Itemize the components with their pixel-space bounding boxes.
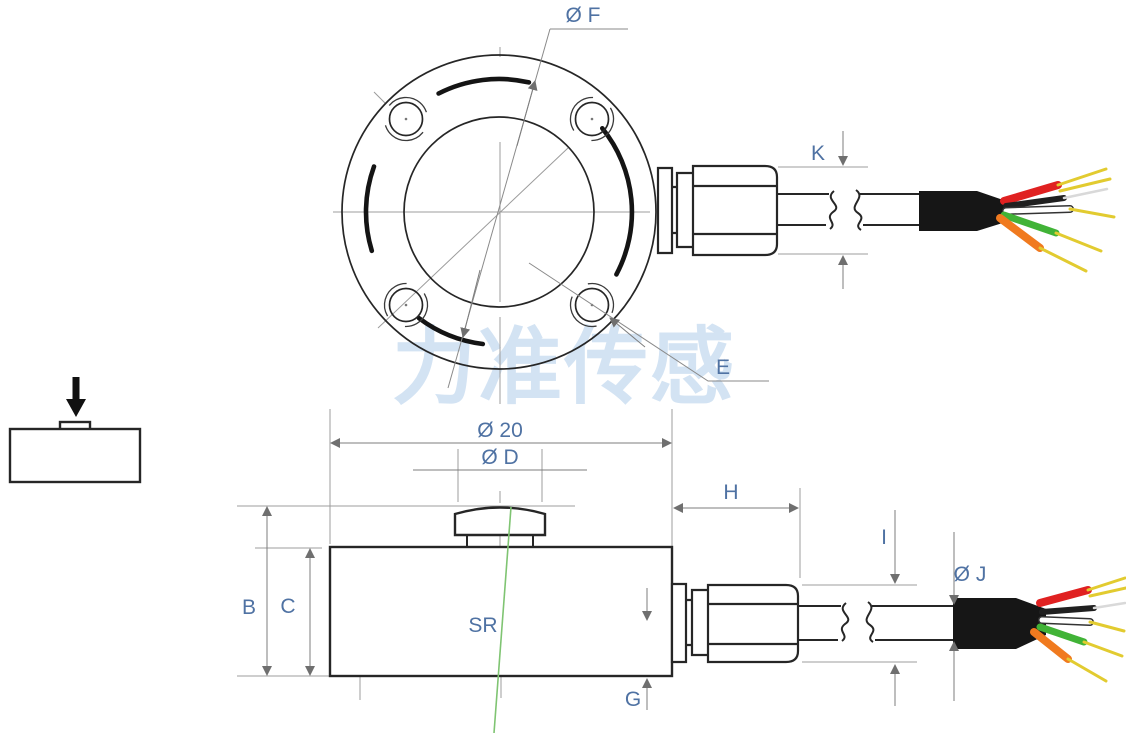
wire-tip: [1056, 167, 1108, 187]
counterbore-arc: [569, 96, 615, 142]
dim-label-b: B: [242, 596, 256, 619]
dim-e-arrow: [609, 317, 646, 348]
wire-tip: [1088, 586, 1126, 598]
load-arrow-head-icon: [66, 399, 86, 417]
dimension-H: H: [673, 481, 799, 513]
cable-side-view: [798, 576, 1126, 683]
dimension-G: G: [625, 588, 652, 711]
top-view-centerlines: [333, 47, 650, 404]
flange-outer-circle: [341, 54, 657, 370]
hole-center-dot: [404, 303, 408, 307]
wire-green: [1000, 211, 1060, 237]
wire-tip: [1038, 246, 1088, 273]
wire-tip: [1086, 576, 1126, 592]
cable-break-symbol: [840, 601, 875, 643]
dim-label-diaj: Ø J: [954, 563, 987, 586]
cable-top-view: [777, 167, 1116, 273]
wire-tip: [1092, 601, 1126, 610]
bolt-hole: [574, 287, 610, 323]
dim-label-g: G: [625, 688, 641, 711]
counterbore-arc: [383, 96, 429, 142]
cable-outline: [798, 605, 953, 641]
dim-label-e: E: [716, 356, 730, 379]
side-view-centerlines: [359, 491, 502, 700]
dim-k-extensions: [778, 166, 868, 255]
load-button-neck: [466, 535, 534, 547]
extension-lines: [237, 409, 917, 677]
counterbore-arc: [569, 282, 615, 328]
wire-tip: [1068, 207, 1116, 219]
wire-black: [1039, 605, 1097, 615]
dim-label-c: C: [280, 595, 295, 618]
dimension-diaD: Ø D: [413, 446, 587, 471]
dim-f-arrow: [516, 80, 538, 147]
wire-white: [1003, 206, 1073, 214]
wire-tip: [1058, 177, 1112, 193]
dimension-B: B: [242, 506, 272, 676]
wire-red: [1036, 586, 1092, 607]
wire-tip: [1082, 640, 1124, 658]
dim-label-h: H: [723, 481, 738, 504]
dim-f-arrow: [460, 269, 481, 338]
dimension-F: Ø F: [447, 4, 628, 389]
cable-wires: [1030, 576, 1126, 683]
dim-label-sr: SR: [468, 614, 497, 637]
counterbore-arc: [383, 282, 429, 328]
dimension-diaJ: Ø J: [949, 532, 987, 701]
hole-center-dot: [404, 117, 408, 121]
load-button: [453, 506, 547, 537]
load-direction-schematic: [8, 377, 142, 484]
hole-center-dot: [590, 117, 594, 121]
flange-slot-arcs: [363, 76, 635, 347]
top-view: Ø F K E: [333, 4, 1116, 404]
cable-break-symbol: [828, 189, 863, 231]
cable-gland-top-view: [656, 164, 779, 257]
wire-tip: [1088, 620, 1126, 633]
dimension-C: C: [280, 548, 315, 676]
dim-label-i: I: [881, 526, 887, 549]
bolt-holes: [383, 96, 615, 328]
wire-orange: [996, 214, 1044, 252]
dimension-E: E: [528, 262, 769, 382]
dim-label-k: K: [811, 142, 825, 165]
dimension-I: I: [881, 510, 900, 706]
cable-sheath: [953, 598, 1046, 649]
wire-orange: [1030, 628, 1072, 663]
dim-label-dia20: Ø 20: [477, 419, 523, 442]
dimension-K: K: [778, 131, 868, 289]
wire-tip: [1054, 231, 1103, 253]
sensor-body: [328, 545, 674, 678]
dim-label-f: Ø F: [566, 4, 601, 27]
dim-label-diad: Ø D: [481, 446, 518, 469]
bolt-hole: [388, 287, 424, 323]
side-view: SR Ø 2: [237, 409, 1126, 733]
wire-white: [1039, 617, 1093, 625]
cable-gland-side-view: [670, 582, 800, 664]
dimension-dia20: Ø 20: [330, 419, 672, 448]
dim-e-leader: [528, 262, 769, 382]
bolt-hole: [574, 101, 610, 137]
sr-leader-line: [493, 506, 512, 733]
wire-tip: [1066, 657, 1108, 683]
cable-sheath: [919, 191, 1009, 231]
cable-outline: [777, 193, 919, 226]
cable-wires: [996, 167, 1116, 273]
schematic-body: [8, 427, 142, 484]
wire-tip: [1062, 187, 1109, 200]
bolt-hole: [388, 101, 424, 137]
wire-red: [1000, 181, 1062, 205]
wire-black: [1003, 195, 1067, 209]
wire-green: [1036, 623, 1088, 646]
flange-inner-circle: [403, 116, 595, 308]
